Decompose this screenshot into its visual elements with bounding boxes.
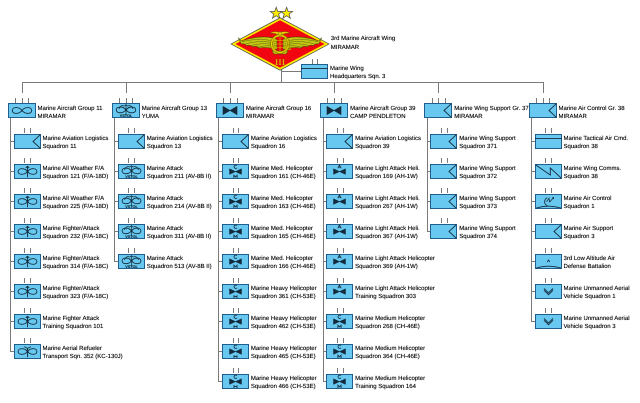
svg-text:VSTOL: VSTOL — [125, 205, 138, 209]
svg-text:III: III — [275, 57, 286, 67]
svg-text:VSTOL: VSTOL — [125, 235, 138, 239]
svg-text:VSTOL: VSTOL — [119, 115, 132, 119]
svg-text:VSTOL: VSTOL — [125, 175, 138, 179]
svg-text:VSTOL: VSTOL — [125, 265, 138, 269]
